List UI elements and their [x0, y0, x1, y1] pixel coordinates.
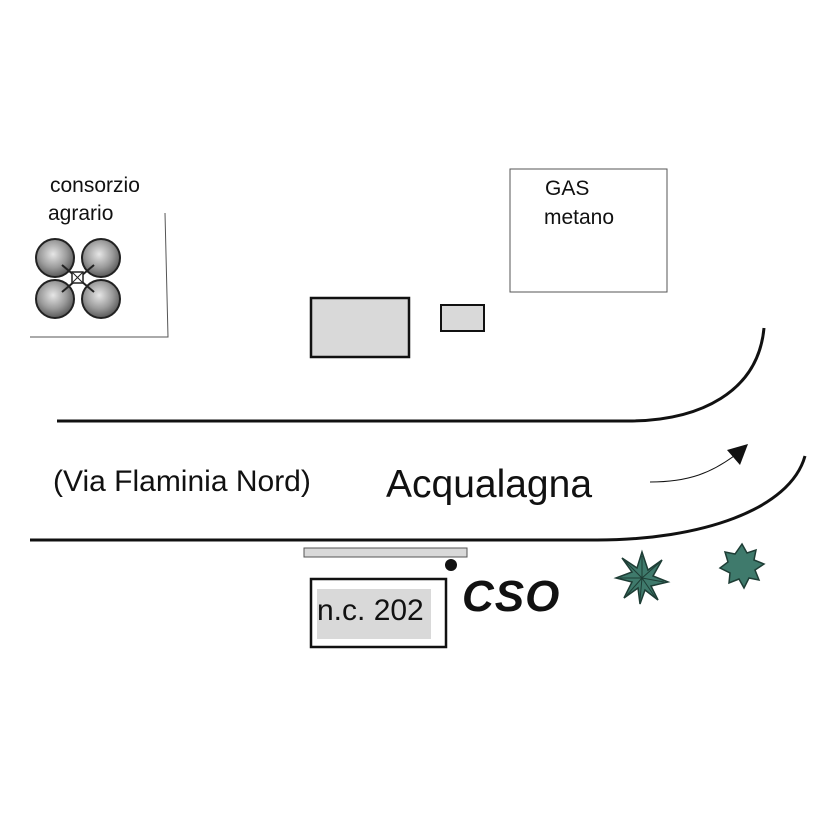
gas-lot-outline	[509, 168, 668, 293]
town-name-label: Acqualagna	[386, 463, 593, 506]
sidewalk-strip	[303, 547, 468, 558]
tree-icon	[613, 549, 671, 605]
building-nc-202-fill	[317, 589, 431, 639]
consorzio-label-line1: consorzio	[50, 174, 140, 197]
gas-label-line2: metano	[544, 206, 615, 229]
cso-label: CSO	[462, 572, 561, 621]
location-dot-icon	[445, 559, 457, 571]
arrow-icon	[649, 444, 748, 483]
road-south-edge	[30, 455, 807, 542]
road-north-edge	[57, 327, 766, 423]
consorzio-label-line2: agrario	[48, 202, 114, 225]
building-large	[309, 296, 411, 359]
consorzio-lot-outline	[30, 212, 169, 338]
street-name-label: (Via Flaminia Nord)	[53, 465, 311, 498]
building-small	[440, 304, 485, 332]
building-number-label: n.c. 202	[317, 594, 424, 627]
silo-cluster-icon	[35, 238, 121, 319]
gas-label-line1: GAS	[545, 177, 590, 200]
tree-icon	[718, 542, 766, 590]
